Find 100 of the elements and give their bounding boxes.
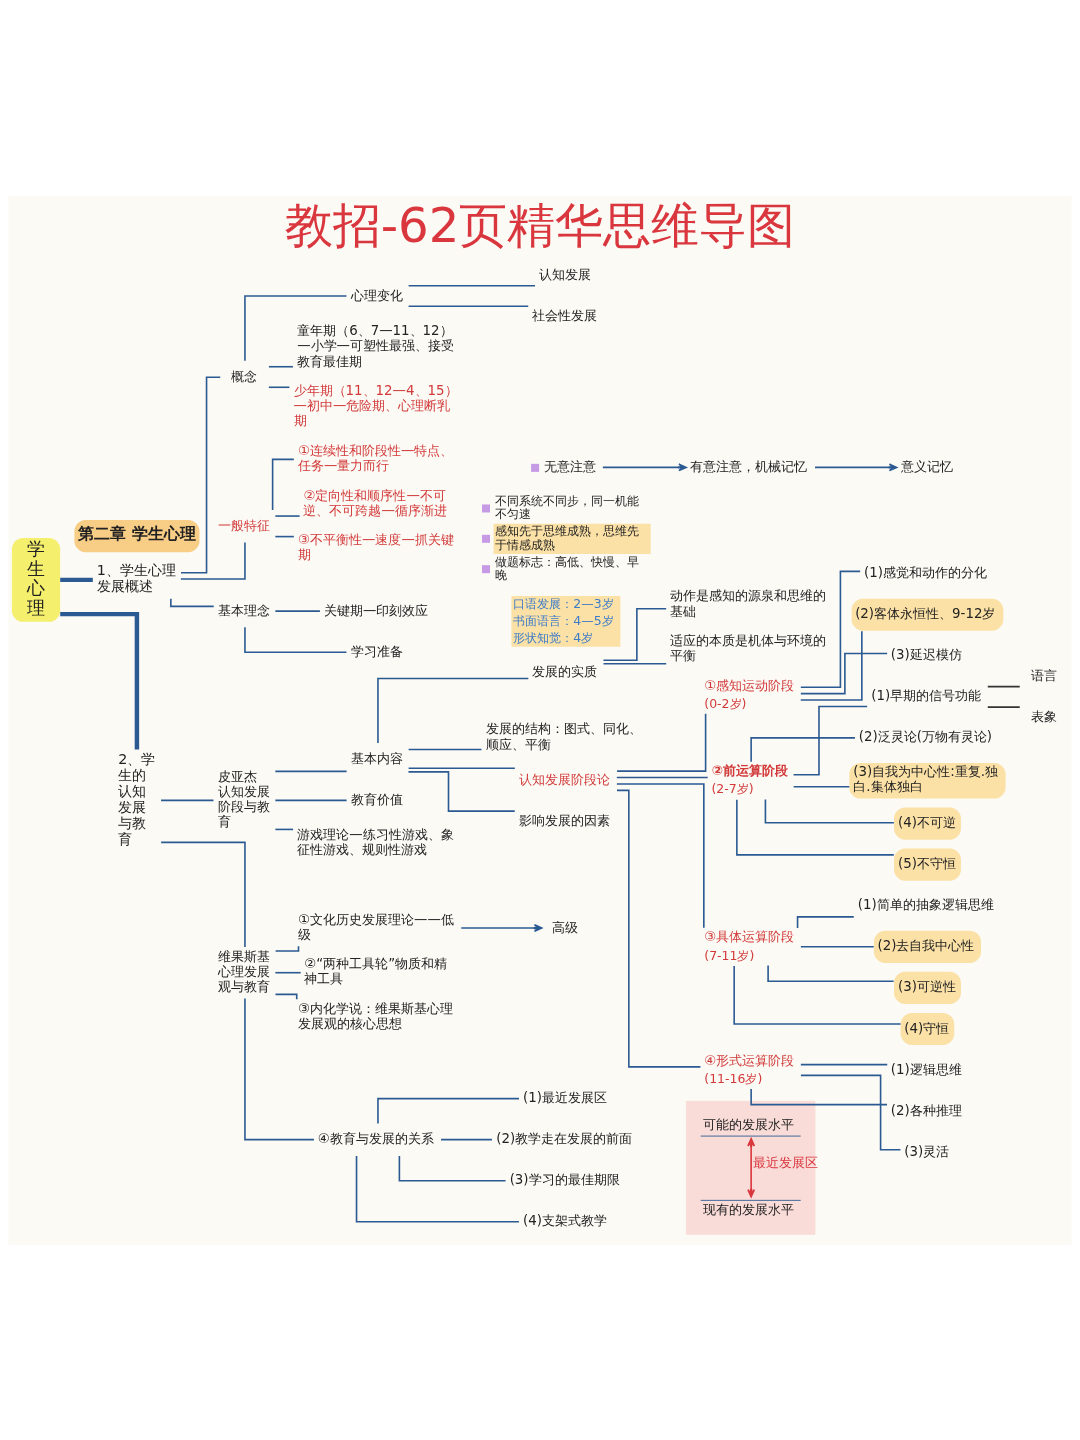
connector [407,304,530,307]
node-text: 表象 [1030,708,1057,724]
node-text: 基本理念 [217,602,270,618]
connector [792,705,868,776]
connector [180,541,246,580]
connector [274,993,298,1000]
node-text: 游戏理论—练习性游戏、象征性游戏、规则性游戏 [297,826,454,857]
node-text: 少年期（11、12—4、15）—初中—危险期、心理断乳期 [293,382,458,428]
connector [274,971,302,973]
node-box: 学生心理 [11,537,61,622]
connector [268,385,291,388]
node-text: (2)教学走在发展的前面 [496,1130,633,1146]
node-text: 1、学生心理发展概述 [96,561,176,594]
connector [616,789,702,1068]
node-text: 维果斯基心理发展观与教育 [217,948,270,994]
node-text: (1)逻辑思维 [890,1061,962,1077]
connector [160,799,215,801]
node-text: 童年期（6、7—11、12）—小学—可塑性最强、接受教育最佳期 [297,322,454,369]
node-text: ①文化历史发展理论——低级 [298,911,454,942]
node-text: 意义记忆 [900,458,953,474]
arrow [747,1137,756,1198]
node-label: 口语发展：2—3岁 [513,595,614,611]
node-text: 发展的结构：图式、同化、顺应、平衡 [485,720,642,752]
node-text: 高级 [552,919,579,935]
edge-label: 最近发展区 [752,1154,818,1170]
node-text: 现有的发展水平 [703,1201,795,1217]
node-text: (1)最近发展区 [523,1089,607,1105]
connector [792,785,851,788]
connector [244,294,348,362]
node-label: 不同系统不同步，同一机能不匀速 [495,492,640,521]
node-text: (3)延迟模仿 [890,646,962,662]
connector [800,945,875,948]
connector [764,798,895,824]
node-label: 形状知觉：4岁 [513,629,594,645]
node-text: 影响发展的因素 [518,812,610,828]
connector [799,629,863,701]
node-label: 做题标志：高低、快慢、早晚 [495,553,640,582]
node-text: 发展的实质 [531,663,597,679]
node-box: (3)可逆性 [894,971,961,1004]
node-text: (4)支架式教学 [523,1212,607,1228]
node-label: 感知先于思维成熟，思维先于情感成熟 [495,522,640,552]
connector [60,577,93,582]
node-text: ②“两种工具轮”物质和精神工具 [304,955,448,986]
node-box [531,463,540,472]
arrow [602,462,687,471]
node-box: (5)不守恒 [894,848,961,881]
node-text: ④形式运算阶段 (11-16岁) [704,1052,795,1086]
connector [274,944,300,952]
node-text: 学习准备 [350,643,403,659]
connector [180,375,222,574]
node-text: 社会性发展 [531,307,597,323]
node-box: (4)不可逆 [894,807,961,840]
connector [616,712,707,772]
connector [440,1138,493,1140]
connector [800,652,888,694]
node-box: (4)守恒 [900,1012,955,1045]
connector [160,841,246,948]
connector [407,770,516,812]
connector [407,748,483,750]
connector [274,609,321,612]
connector [796,915,855,929]
node-text: 有意注意，机械记忆 [689,458,807,474]
arrow [460,923,543,932]
connector [274,770,348,772]
connector [170,597,215,607]
connector [355,1154,520,1223]
connector [274,535,295,537]
node-text: 可能的发展水平 [703,1116,795,1132]
node-box: (2)去自我中心性 [873,930,982,963]
connector [407,766,516,769]
connector [377,677,530,744]
connector [616,776,709,778]
node-text: (1)简单的抽象逻辑思维 [857,896,994,912]
node-text: 概念 [231,368,258,384]
node-text: (3)学习的最佳期限 [509,1171,620,1187]
connector [602,607,667,661]
node-box: 第二章 学生心理 [74,519,200,552]
node-text: ③具体运算阶段 (7-11岁) [704,928,795,962]
connector [407,284,536,287]
node-box: (3)自我为中心性:重复.独白.集体独白 [849,762,1006,799]
connector [274,799,348,801]
connector [602,662,667,665]
node-text: (2)各种推理 [890,1102,962,1118]
node-text: 心理变化 [350,287,403,303]
node-box: (2)客体永恒性、9-12岁 [851,598,1004,631]
node-text: ②定向性和顺序性—不可逆、不可跨越—循序渐进 [303,487,447,518]
connector [736,798,895,856]
node-label: 书面语言：4—5岁 [513,612,614,628]
node-text: 关键期—印刻效应 [323,602,429,618]
connector [986,685,1021,687]
connector [750,736,856,763]
node-text: (2)泛灵论(万物有灵论) [858,728,993,744]
node-text: 适应的本质是机体与环境的平衡 [670,632,827,663]
connector [800,1063,889,1065]
node-text: (1)早期的信号功能 [871,687,982,703]
connector [733,964,902,1025]
connector [616,782,705,929]
node-text: ①感知运动阶段 (0-2岁) [704,677,795,711]
node-text: ④教育与发展的关系 [317,1130,434,1146]
node-text: 语言 [1030,667,1057,683]
